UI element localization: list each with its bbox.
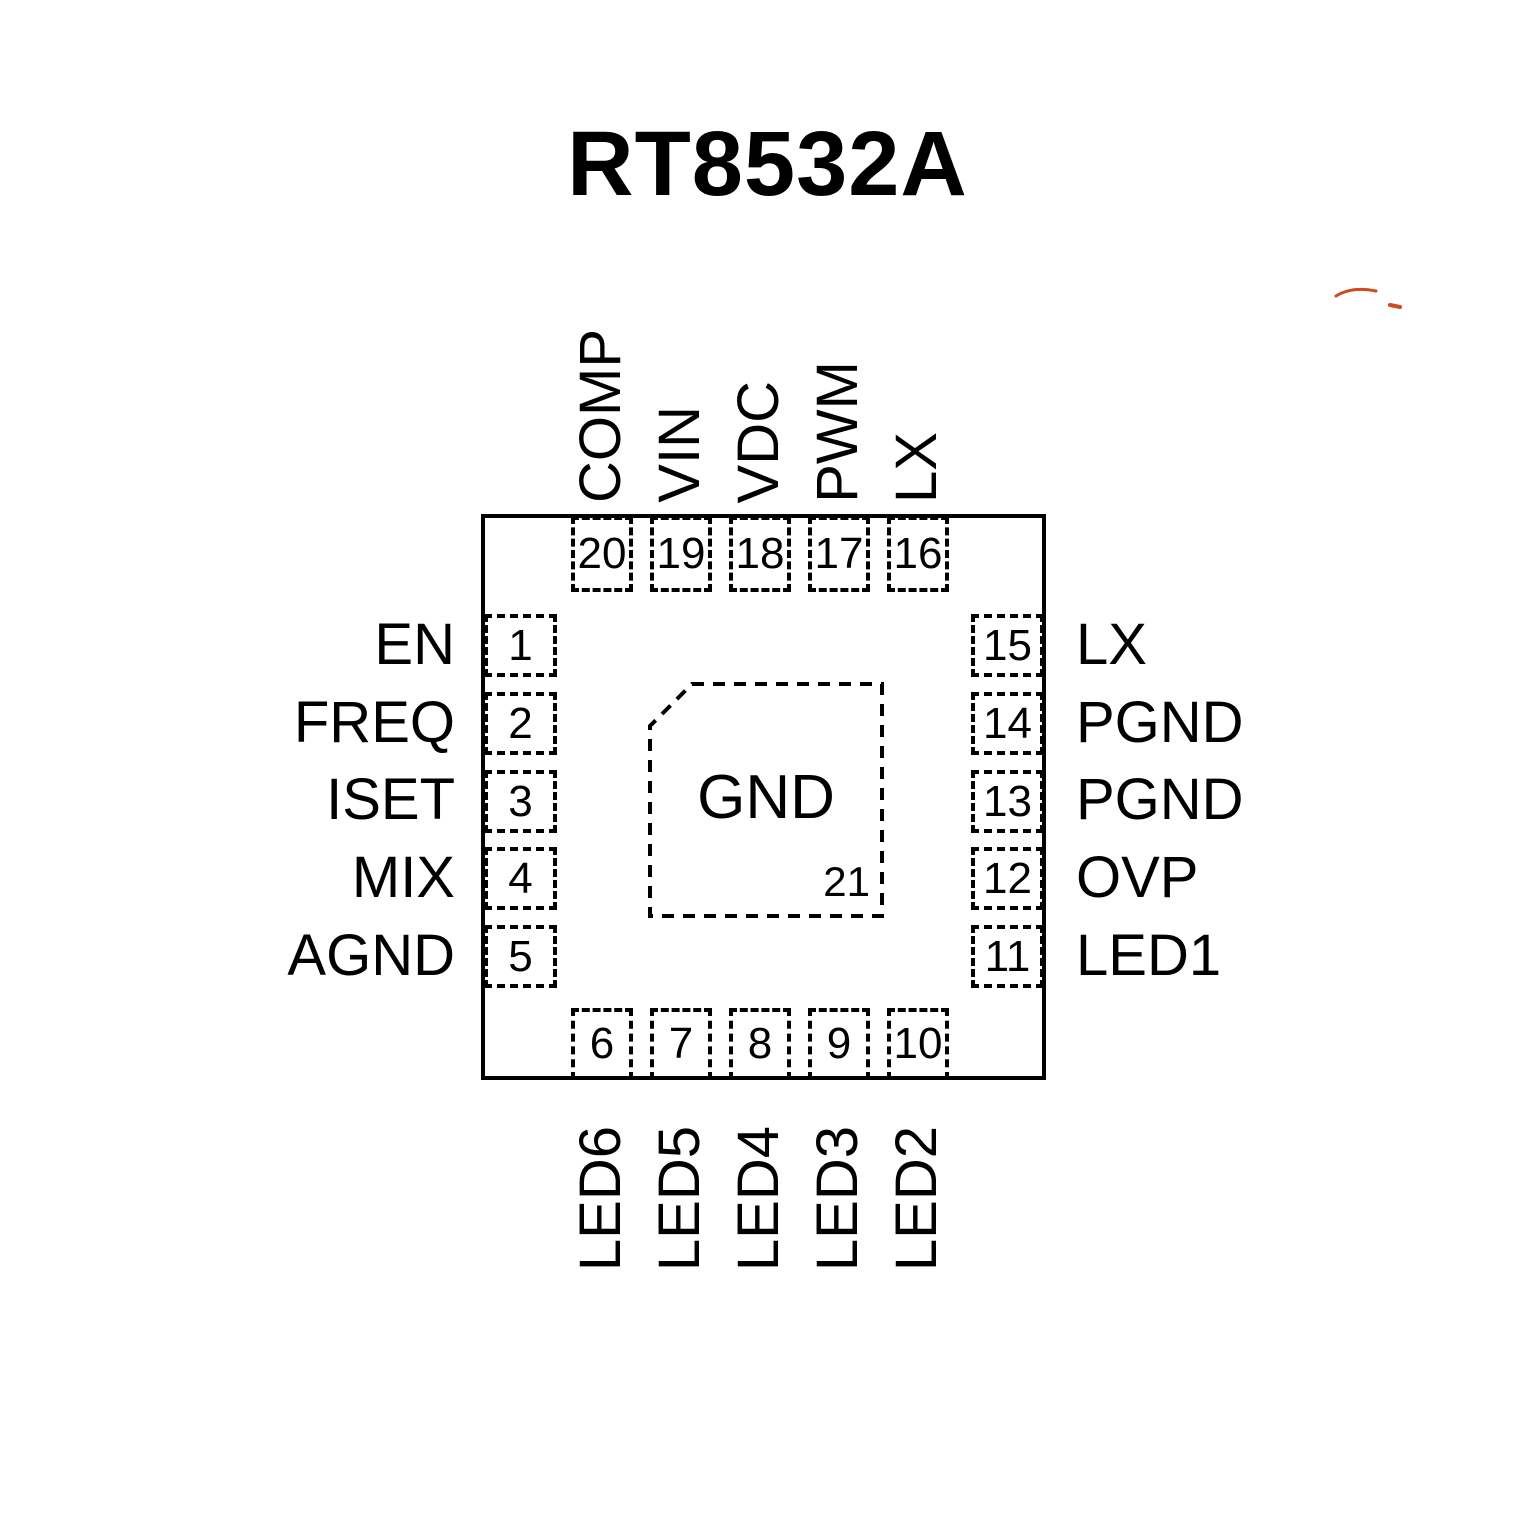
pin-7-label: LED5 [647, 1126, 712, 1272]
pin-13-label: PGND [1076, 767, 1244, 832]
pin-7: 7 [650, 1008, 712, 1080]
pin-2-label: FREQ [293, 690, 455, 755]
pin-11: 11 [971, 925, 1044, 988]
pin-10: 10 [887, 1008, 949, 1080]
pin-9-label: LED3 [805, 1126, 870, 1272]
pin-6-number: 6 [589, 1019, 615, 1068]
pin-14-label: PGND [1076, 690, 1244, 755]
pin-9-number: 9 [826, 1019, 852, 1068]
pin-15: 15 [971, 614, 1044, 677]
pin-1: 1 [484, 614, 557, 677]
pin-8-number: 8 [747, 1019, 773, 1068]
pin-6: 6 [571, 1008, 633, 1080]
pin-5: 5 [484, 925, 557, 988]
pin-17-number: 17 [814, 529, 864, 578]
pin-4-label: MIX [351, 845, 455, 910]
pin-11-number: 11 [984, 931, 1031, 981]
pin-18: 18 [729, 516, 791, 592]
pin-1-number: 1 [508, 620, 533, 670]
thermal-pad-outline [648, 682, 884, 918]
pin-16-number: 16 [893, 529, 943, 578]
pin-5-label: AGND [287, 923, 455, 988]
pin-4: 4 [484, 847, 557, 910]
pin-1-label: EN [374, 612, 455, 677]
thermal-pad-label: GND [697, 763, 835, 832]
pin-7-number: 7 [668, 1019, 694, 1068]
artifact-mark [1334, 287, 1402, 309]
pin-3-label: ISET [326, 767, 455, 832]
pin-5-number: 5 [508, 931, 533, 981]
pin-15-number: 15 [983, 620, 1032, 670]
pin-20-number: 20 [577, 529, 627, 578]
pin-11-label: LED1 [1076, 923, 1222, 988]
pin-20: 20 [571, 516, 633, 592]
pin-4-number: 4 [508, 853, 533, 903]
pin-8-label: LED4 [726, 1126, 791, 1272]
pin-14: 14 [971, 692, 1044, 755]
pin-12-number: 12 [983, 853, 1032, 903]
pin-12-label: OVP [1076, 845, 1199, 910]
pin-14-number: 14 [983, 698, 1032, 748]
pin-10-label: LED2 [884, 1126, 949, 1272]
thermal-pad-number: 21 [823, 858, 870, 905]
page-title: RT8532A [567, 113, 968, 215]
pin-18-number: 18 [735, 529, 785, 578]
pin-19-number: 19 [656, 529, 706, 578]
pin-16: 16 [887, 516, 949, 592]
pin-17: 17 [808, 516, 870, 592]
pin-6-label: LED6 [568, 1126, 633, 1272]
pin-9: 9 [808, 1008, 870, 1080]
pin-19: 19 [650, 516, 712, 592]
pin-18-label: VDC [726, 380, 791, 503]
pin-19-label: VIN [647, 406, 712, 503]
pin-16-label: LX [884, 432, 949, 503]
pin-20-label: COMP [568, 329, 633, 503]
pin-10-number: 10 [893, 1019, 943, 1068]
pin-17-label: PWM [805, 361, 870, 503]
pin-13: 13 [971, 770, 1044, 833]
pin-3: 3 [484, 770, 557, 833]
pin-15-label: LX [1076, 612, 1147, 677]
pin-3-number: 3 [508, 776, 533, 826]
pin-2: 2 [484, 692, 557, 755]
pin-8: 8 [729, 1008, 791, 1080]
pin-12: 12 [971, 847, 1044, 910]
pin-13-number: 13 [983, 776, 1032, 826]
pin-2-number: 2 [508, 698, 533, 748]
